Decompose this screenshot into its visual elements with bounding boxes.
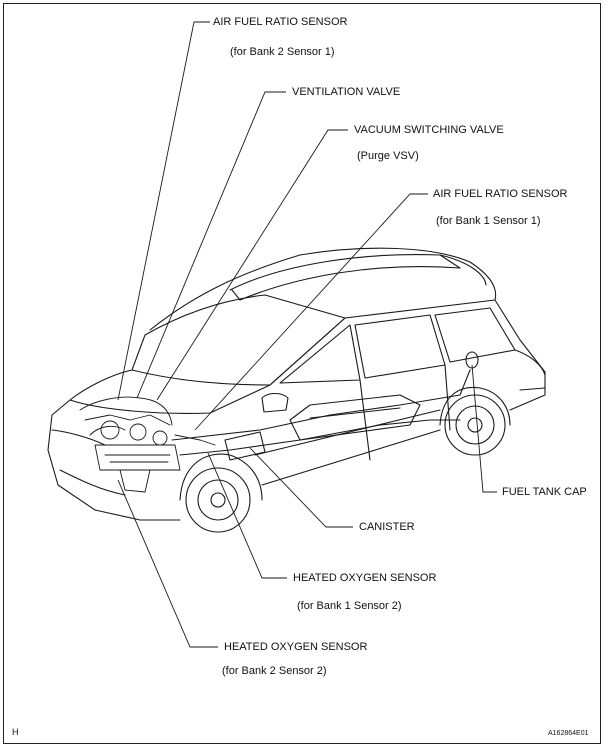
front-fascia xyxy=(47,399,181,521)
canister xyxy=(224,431,266,461)
roof-rails xyxy=(229,254,487,291)
leader-air-fuel-bank2 xyxy=(117,21,210,401)
figure-id: A162864E01 xyxy=(548,730,589,737)
corner-letter: H xyxy=(12,727,19,737)
hood xyxy=(69,369,271,414)
exhaust-pipe xyxy=(179,419,461,456)
leader-heated-oxygen-bank1 xyxy=(207,452,287,579)
front-wheel xyxy=(185,467,251,533)
vacuum-switching-valve-title: VACUUM SWITCHING VALVE xyxy=(354,124,504,136)
windshield xyxy=(131,294,346,386)
canister-title: CANISTER xyxy=(359,521,415,533)
side-window-middle xyxy=(354,314,446,379)
fuel-tank-cap-title: FUEL TANK CAP xyxy=(502,486,587,498)
fuel-tank xyxy=(289,394,421,441)
side-window-front xyxy=(279,324,361,384)
leader-vacuum-switching-valve xyxy=(156,129,348,401)
heated-oxygen-sensor-bank1-sub: (for Bank 1 Sensor 2) xyxy=(297,600,402,612)
roof-outline xyxy=(149,247,497,331)
heated-oxygen-sensor-bank2-sub: (for Bank 2 Sensor 2) xyxy=(222,665,327,677)
leader-ventilation-valve xyxy=(136,91,286,399)
roof-rail-inner xyxy=(239,266,461,301)
leader-air-fuel-bank1 xyxy=(194,193,428,431)
vacuum-switching-valve-sub: (Purge VSV) xyxy=(357,150,419,162)
heated-oxygen-sensor-bank1-title: HEATED OXYGEN SENSOR xyxy=(293,572,437,584)
side-window-rear xyxy=(434,307,516,363)
air-fuel-ratio-sensor-bank1-sub: (for Bank 1 Sensor 1) xyxy=(436,215,541,227)
leader-fuel-tank-cap xyxy=(471,364,497,493)
fuel-line xyxy=(171,369,471,441)
ventilation-valve-title: VENTILATION VALVE xyxy=(292,86,401,98)
air-fuel-ratio-sensor-bank2-sub: (for Bank 2 Sensor 1) xyxy=(230,46,335,58)
air-fuel-ratio-sensor-bank1-title: AIR FUEL RATIO SENSOR xyxy=(433,188,568,200)
heated-oxygen-sensor-bank2-title: HEATED OXYGEN SENSOR xyxy=(224,641,368,653)
diagram-frame xyxy=(3,3,601,744)
leader-heated-oxygen-bank2 xyxy=(117,479,218,648)
leader-canister xyxy=(249,447,353,528)
side-mirror xyxy=(261,392,289,413)
body-side xyxy=(261,299,546,486)
engine-assembly xyxy=(79,396,216,493)
air-fuel-ratio-sensor-bank2-title: AIR FUEL RATIO SENSOR xyxy=(213,16,348,28)
